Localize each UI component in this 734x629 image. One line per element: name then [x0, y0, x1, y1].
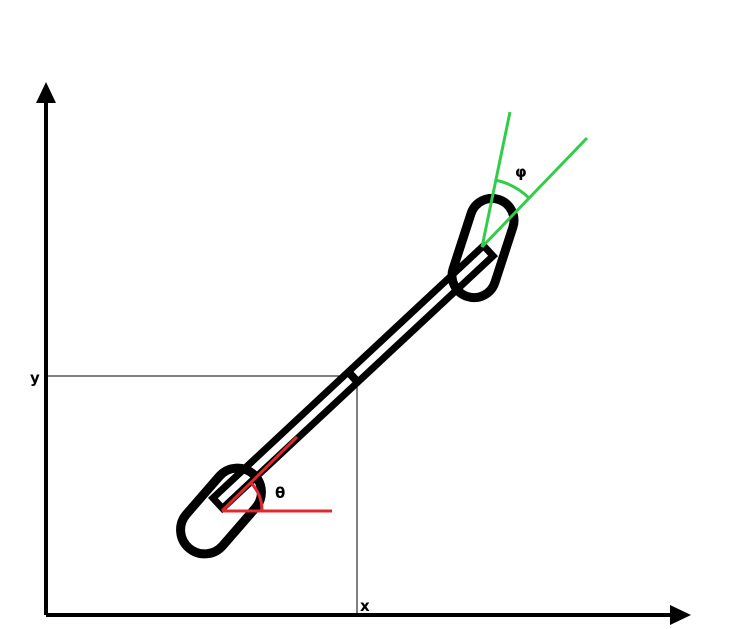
phi-frame-extension-line [480, 136, 589, 249]
theta-angle: θ [220, 435, 332, 513]
x-axis-label: x [360, 597, 370, 615]
theta-label: θ [275, 484, 285, 502]
y-axis-label: y [30, 369, 40, 387]
bicycle-frame [207, 240, 499, 514]
phi-arc [494, 178, 531, 200]
y-axis-arrowhead [36, 82, 56, 103]
x-axis-arrowhead [670, 605, 691, 625]
phi-label: φ [515, 163, 527, 181]
front-wheel [447, 193, 519, 303]
theta-heading-line [220, 435, 299, 513]
theta-arc [249, 481, 264, 512]
axes [36, 82, 691, 625]
rear-wheel [176, 463, 266, 559]
phi-angle: φ [480, 111, 589, 249]
